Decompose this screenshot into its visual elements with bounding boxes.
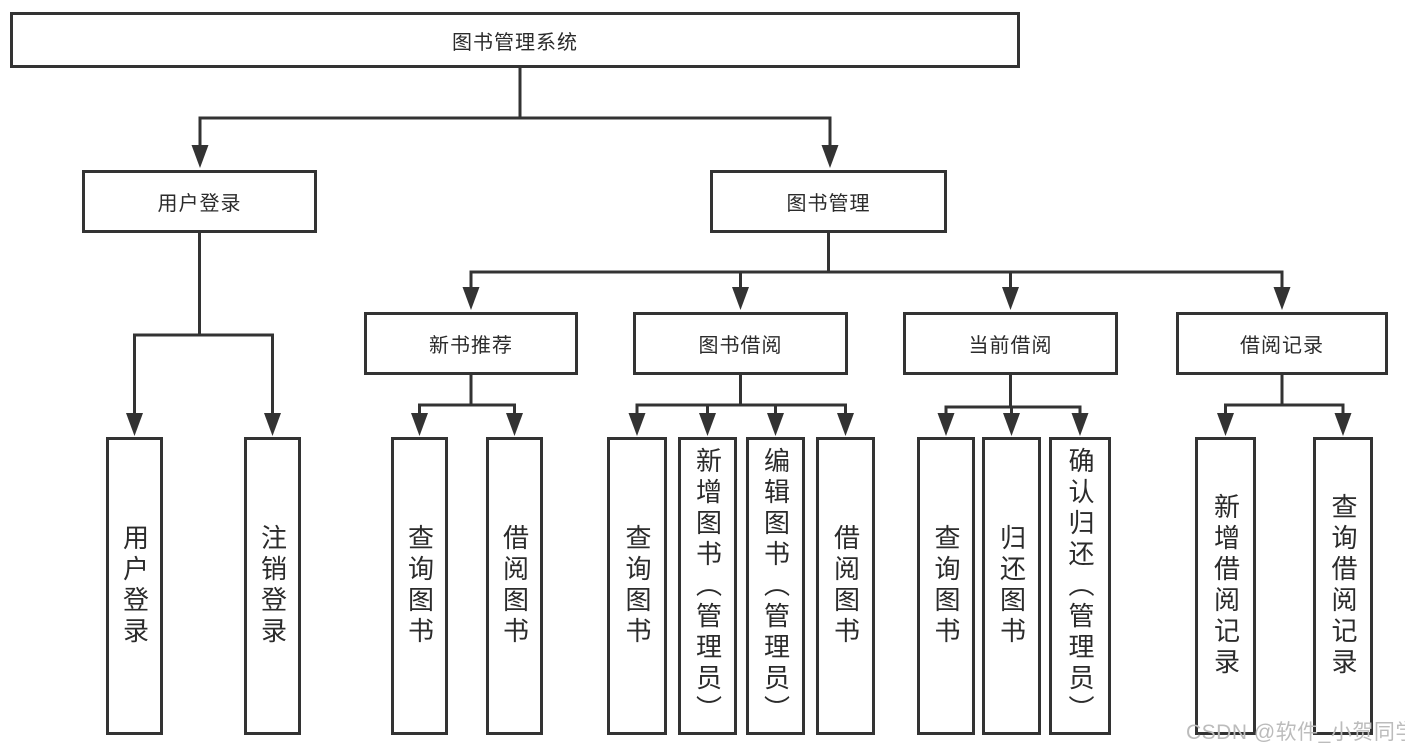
leaf-query-books-current-label: 查询图书 xyxy=(931,524,961,648)
leaf-borrow-books-recommend-label: 借阅图书 xyxy=(499,524,530,648)
node-book-borrowing-label: 图书借阅 xyxy=(698,335,783,357)
leaf-query-borrow-record-label: 查询借阅记录 xyxy=(1328,493,1358,679)
leaf-borrow-books-recommend: 借阅图书 xyxy=(486,437,543,735)
node-user-login-label: 用户登录 xyxy=(157,193,242,215)
node-new-book-recommend: 新书推荐 xyxy=(364,312,578,375)
connector-user-login-branch xyxy=(126,233,281,436)
leaf-confirm-return-admin-label: 确认归还（管理员） xyxy=(1065,446,1095,726)
leaf-logout: 注销登录 xyxy=(244,437,301,735)
leaf-query-books-borrowing-label: 查询图书 xyxy=(622,524,652,648)
leaf-query-borrow-record: 查询借阅记录 xyxy=(1313,437,1373,735)
leaf-logout-label: 注销登录 xyxy=(257,524,288,648)
node-new-book-recommend-label: 新书推荐 xyxy=(429,335,513,357)
node-borrowing-records: 借阅记录 xyxy=(1176,312,1388,375)
connector-book-borrowing-branch xyxy=(628,375,854,436)
connector-root-to-level2 xyxy=(191,68,839,168)
leaf-edit-book-admin-label: 编辑图书（管理员） xyxy=(760,446,791,726)
leaf-query-books-recommend: 查询图书 xyxy=(391,437,448,735)
node-root: 图书管理系统 xyxy=(10,12,1020,68)
leaf-query-books-borrowing: 查询图书 xyxy=(607,437,667,735)
leaf-borrow-books-borrowing-label: 借阅图书 xyxy=(830,524,861,648)
leaf-edit-book-admin: 编辑图书（管理员） xyxy=(746,437,805,735)
connector-borrowing-records-branch xyxy=(1217,375,1352,436)
node-current-borrowing-label: 当前借阅 xyxy=(968,335,1053,357)
leaf-add-book-admin-label: 新增图书（管理员） xyxy=(692,446,723,726)
leaf-user-login: 用户登录 xyxy=(106,437,163,735)
node-user-login: 用户登录 xyxy=(82,170,317,233)
leaf-user-login-label: 用户登录 xyxy=(119,524,150,648)
node-book-management: 图书管理 xyxy=(710,170,947,233)
leaf-add-book-admin: 新增图书（管理员） xyxy=(678,437,737,735)
csdn-watermark: CSDN @软件_小贺同学 xyxy=(1186,721,1405,744)
node-root-label: 图书管理系统 xyxy=(452,31,578,54)
node-book-management-label: 图书管理 xyxy=(786,193,871,215)
connector-book-management-branch xyxy=(462,233,1291,310)
leaf-query-books-current: 查询图书 xyxy=(917,437,975,735)
leaf-confirm-return-admin: 确认归还（管理员） xyxy=(1049,437,1111,735)
node-borrowing-records-label: 借阅记录 xyxy=(1240,335,1324,357)
connector-new-book-recommend-branch xyxy=(411,375,523,436)
connector-current-borrowing-branch xyxy=(937,375,1089,436)
node-book-borrowing: 图书借阅 xyxy=(633,312,848,375)
node-current-borrowing: 当前借阅 xyxy=(903,312,1118,375)
leaf-add-borrow-record-label: 新增借阅记录 xyxy=(1210,493,1241,679)
leaf-query-books-recommend-label: 查询图书 xyxy=(404,524,435,648)
leaf-add-borrow-record: 新增借阅记录 xyxy=(1195,437,1256,735)
leaf-return-books: 归还图书 xyxy=(982,437,1041,735)
leaf-borrow-books-borrowing: 借阅图书 xyxy=(816,437,875,735)
leaf-return-books-label: 归还图书 xyxy=(996,524,1027,648)
